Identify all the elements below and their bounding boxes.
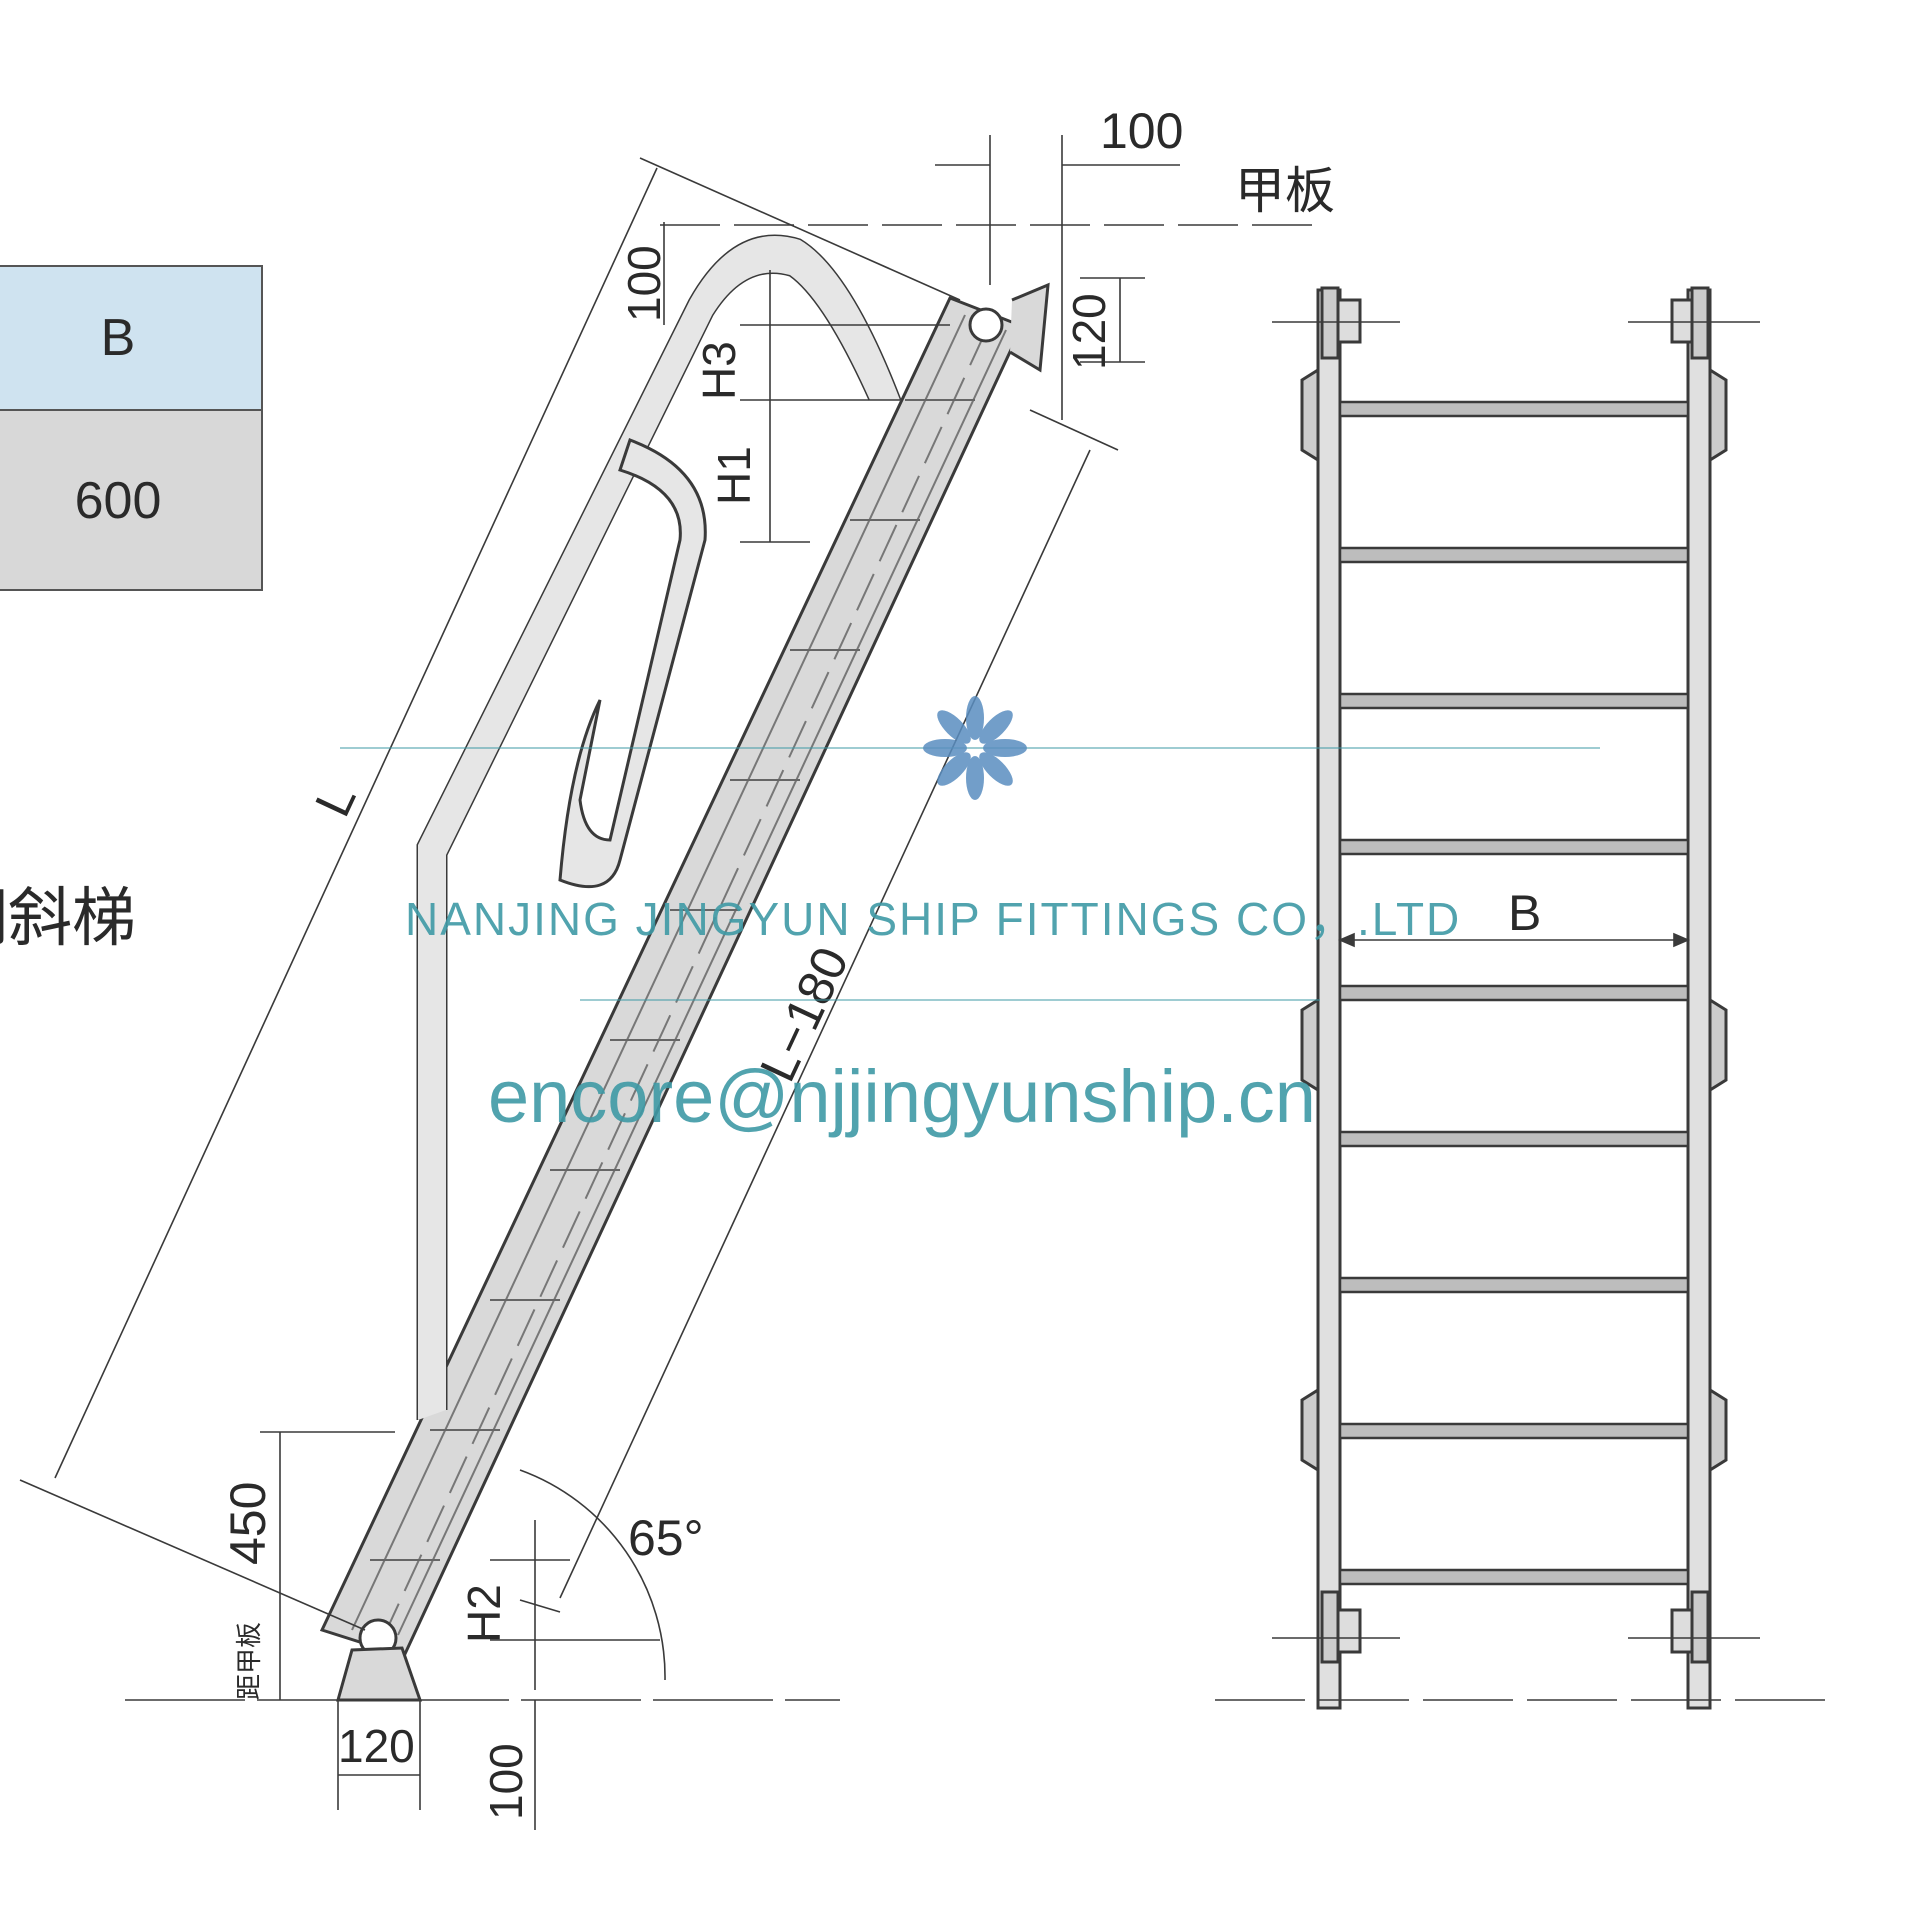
flower-logo-icon	[923, 696, 1027, 800]
dim-top-offset: 100	[1100, 103, 1183, 159]
rung	[1338, 1568, 1690, 1586]
table-header-cell	[0, 265, 263, 411]
watermark-company: NANJING JINGYUN SHIP FITTINGS CO，.LTD	[405, 893, 1461, 945]
rung	[1338, 1130, 1690, 1148]
watermark: NANJING JINGYUN SHIP FITTINGS CO，.LTD en…	[340, 696, 1600, 1138]
ladder-side-view	[319, 234, 1050, 1702]
dim-base-width: 120	[338, 1720, 415, 1772]
side-caption: 钢斜梯	[0, 882, 136, 956]
hand-grip	[558, 438, 707, 889]
dim-top-hook: 100	[618, 245, 670, 322]
stringer-step-marks	[370, 399, 975, 1561]
bottom-base	[336, 1646, 423, 1702]
handrail-fill	[418, 236, 900, 1420]
dim-width: B	[1508, 885, 1541, 941]
dim-h1: H1	[708, 446, 760, 505]
deck-distance-label: 距甲板	[235, 1622, 265, 1700]
watermark-email: encore@njjingyunship.cn	[488, 1055, 1316, 1138]
spec-table: B 600	[0, 265, 263, 591]
rung	[1338, 1422, 1690, 1440]
front-rungs	[1338, 400, 1690, 1586]
dim-base-depth: 100	[480, 1743, 532, 1820]
rung	[1338, 400, 1690, 418]
deck-label: 甲板	[1235, 162, 1335, 220]
front-right-stringer	[1686, 288, 1712, 1710]
dim-h3: H3	[693, 341, 745, 400]
rung	[1338, 838, 1690, 856]
dim-h2: H2	[458, 1584, 510, 1643]
dim-pivot-drop: 120	[1063, 293, 1115, 370]
front-left-stringer	[1316, 288, 1342, 1710]
front-dimension-lines	[1215, 321, 1825, 1701]
side-dimension-lines	[19, 135, 1320, 1830]
rung	[1338, 984, 1690, 1002]
ladder-front-view	[1300, 286, 1728, 1710]
table-header-text: B	[101, 309, 136, 367]
dim-length: L	[304, 776, 367, 825]
top-pivot	[968, 307, 1004, 343]
rung	[1338, 1276, 1690, 1294]
table-value-text: 600	[75, 472, 162, 530]
dim-angle: 65°	[628, 1510, 704, 1566]
rung	[1338, 692, 1690, 710]
rung	[1338, 546, 1690, 564]
dim-base-height: 450	[220, 1482, 276, 1565]
table-value-cell	[0, 409, 263, 591]
